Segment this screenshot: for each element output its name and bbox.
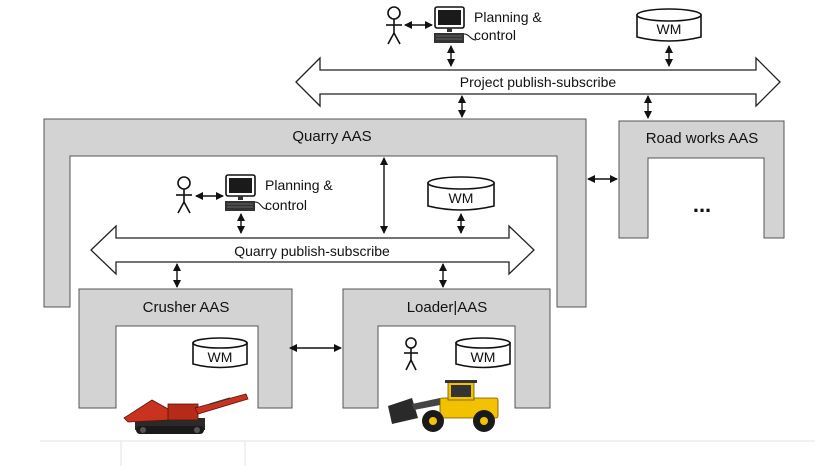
crusher-wm-label: WM bbox=[208, 349, 233, 365]
loader-wm-database: WM bbox=[455, 337, 511, 369]
loader-wm-label: WM bbox=[471, 349, 496, 365]
top-person-icon bbox=[386, 6, 402, 45]
quarry-person-icon bbox=[176, 176, 192, 214]
quarry-bus-label: Quarry publish-subscribe bbox=[234, 243, 390, 259]
project-bus-arrow bbox=[295, 56, 781, 108]
quarry-planning-label-line2: control bbox=[265, 197, 307, 213]
project-bus-label: Project publish-subscribe bbox=[460, 74, 617, 90]
quarry-aas-title: Quarry AAS bbox=[292, 128, 371, 145]
top-wm-database: WM bbox=[636, 8, 702, 42]
top-computer-icon bbox=[434, 6, 477, 43]
crusher-aas-box bbox=[78, 288, 293, 409]
quarry-computer-icon bbox=[225, 174, 268, 211]
road-works-aas-box bbox=[618, 120, 785, 239]
quarry-wm-database: WM bbox=[427, 176, 495, 211]
road-works-aas-title: Road works AAS bbox=[646, 130, 759, 147]
road-works-ellipsis: ... bbox=[693, 192, 711, 217]
crusher-wm-database: WM bbox=[192, 337, 248, 369]
top-wm-label: WM bbox=[657, 21, 682, 37]
quarry-bus-arrow bbox=[90, 224, 535, 276]
loader-aas-title: Loader|AAS bbox=[407, 299, 488, 316]
wheel-loader-image bbox=[388, 380, 499, 432]
quarry-aas-box bbox=[43, 118, 587, 308]
loader-aas-box bbox=[342, 288, 551, 409]
quarry-planning-label-line1: Planning & bbox=[265, 177, 333, 193]
top-planning-label-line2: control bbox=[474, 27, 516, 43]
top-planning-label-line1: Planning & bbox=[474, 9, 542, 25]
loader-person-icon bbox=[404, 337, 418, 371]
crusher-machine-image bbox=[123, 393, 249, 434]
quarry-wm-label: WM bbox=[449, 190, 474, 206]
crusher-aas-title: Crusher AAS bbox=[143, 299, 230, 316]
